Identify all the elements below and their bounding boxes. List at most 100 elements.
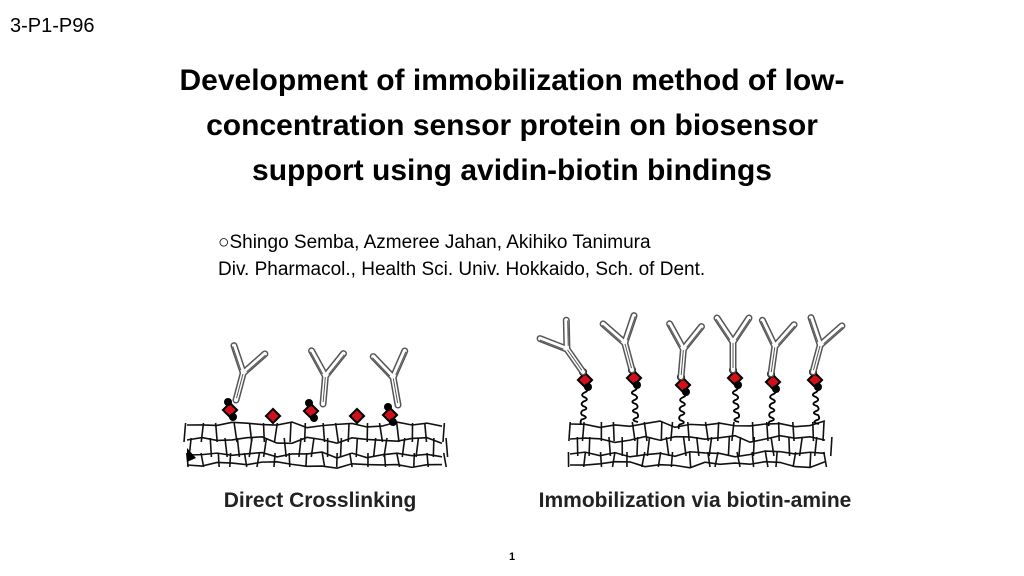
mesh-line [643,421,648,442]
mesh-line [186,451,443,459]
mesh-line [569,450,826,458]
mesh-line [339,437,343,458]
mesh-line [823,451,828,468]
mesh-line [599,451,603,468]
mesh-line [217,452,220,468]
mesh-line [791,421,795,442]
mesh-line [200,452,205,468]
linker [677,392,687,430]
mesh-line [348,452,353,468]
mesh-line [665,436,670,457]
antibody-line [310,351,345,403]
slide-id: 3-P1-P96 [10,15,95,37]
mesh-line [310,437,315,458]
left-caption: Direct Crosslinking [223,489,417,512]
mesh-line [752,436,756,457]
antibody [369,347,409,409]
mesh-line [688,451,692,468]
mesh-line [764,451,769,468]
mesh-line [708,436,713,457]
support-mesh [183,421,449,470]
mesh-line [442,452,448,468]
mesh-line [612,421,615,442]
mesh-line [687,421,690,442]
mesh-line [670,451,674,468]
mesh-line [631,421,636,442]
mesh-line [186,461,443,470]
linker [731,385,741,423]
antibody-line [809,318,843,371]
mesh-line [432,437,435,458]
mesh-line [288,452,291,468]
title-line: concentration sensor protein on biosenso… [206,109,818,142]
mesh-line [751,451,755,468]
avidin-dot [633,381,641,389]
avidin-dot [814,383,822,391]
mesh-line [714,451,719,468]
antibody-line [539,320,583,371]
biotin-avidin-marker [348,407,366,425]
biotin-avidin-marker [264,407,282,425]
mesh-line [569,460,826,469]
linker [579,387,589,425]
mesh-line [657,451,662,468]
avidin-dot [384,403,392,411]
antibody-line [760,320,796,373]
right-caption: Immobilization via biotin-amine [538,489,852,512]
mesh-line [236,437,241,458]
antibody [666,320,705,381]
mesh-line [727,436,731,457]
support-mesh [567,420,833,469]
antibody [758,316,798,378]
mesh-line [640,451,646,468]
mesh-line [716,421,720,442]
avidin-dot [224,398,232,406]
mesh-line [273,422,279,443]
antibody-line [372,351,407,404]
mesh-line [798,436,804,457]
authors: ○Shingo Semba, Azmeree Jahan, Akihiko Ta… [218,232,651,253]
mesh-line [401,437,406,458]
direct-crosslinking-illustration [183,342,449,470]
mesh-line [775,451,778,468]
antibody [807,314,846,376]
antibody-line [668,324,703,376]
mesh-line [608,436,612,457]
mesh-line [415,437,420,458]
mesh-line [248,437,253,458]
antibody [713,314,753,374]
mesh-line [262,437,268,458]
mesh-line [809,451,812,468]
mesh-line [321,452,326,468]
slide-title: Development of immobilization method of … [0,58,1024,193]
mesh-line [228,452,232,468]
antibody-line [232,346,266,399]
mesh-line [347,422,350,443]
mesh-line [413,452,416,468]
mesh-line [660,421,663,442]
mesh-line [305,452,308,468]
mesh-line [788,436,791,457]
mesh-line [811,421,815,442]
antibody-line [715,318,751,368]
mesh-line [581,421,585,442]
mesh-line [334,422,340,443]
mesh-line [829,436,833,457]
mesh-line [233,422,238,443]
linker [630,385,640,423]
mesh-line [731,421,735,442]
affiliation: Div. Pharmacol., Health Sci. Univ. Hokka… [218,259,706,280]
mesh-line [695,436,700,457]
mesh-line [209,437,213,458]
antibody [308,347,347,408]
mesh-line [582,451,587,468]
corner-mark [187,448,196,462]
avidin-dot [389,418,397,426]
mesh-line [736,451,741,468]
title-line: Development of immobilization method of … [179,64,845,97]
mesh-line [224,437,228,458]
avidin-dot [584,383,592,391]
mesh-line [636,436,639,457]
antibody [230,342,269,404]
mesh-line [442,422,446,443]
